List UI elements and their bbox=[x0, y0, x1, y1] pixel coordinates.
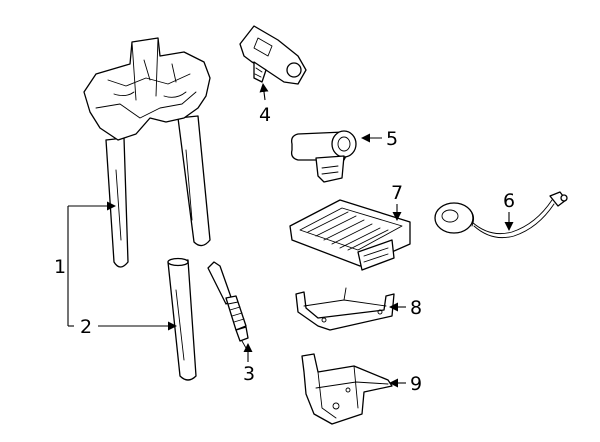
callout-6: 6 bbox=[503, 190, 515, 212]
control-module bbox=[289, 199, 411, 271]
callout-5: 5 bbox=[386, 128, 398, 150]
leader-lines bbox=[67, 83, 514, 388]
ignition-coil-pack bbox=[83, 37, 211, 268]
callout-4: 4 bbox=[259, 104, 271, 126]
coil-boot bbox=[167, 257, 197, 381]
callout-9: 9 bbox=[410, 373, 422, 395]
callout-3: 3 bbox=[243, 363, 255, 385]
callout-8: 8 bbox=[410, 297, 422, 319]
module-bracket bbox=[295, 287, 395, 331]
camshaft-sensor bbox=[239, 25, 307, 85]
callout-7: 7 bbox=[391, 182, 403, 204]
crankshaft-sensor bbox=[290, 130, 357, 183]
knock-sensor bbox=[434, 191, 568, 239]
spark-plug bbox=[207, 261, 249, 349]
mounting-bracket bbox=[301, 353, 393, 425]
callout-1: 1 bbox=[54, 256, 66, 278]
callout-2: 2 bbox=[80, 316, 92, 338]
